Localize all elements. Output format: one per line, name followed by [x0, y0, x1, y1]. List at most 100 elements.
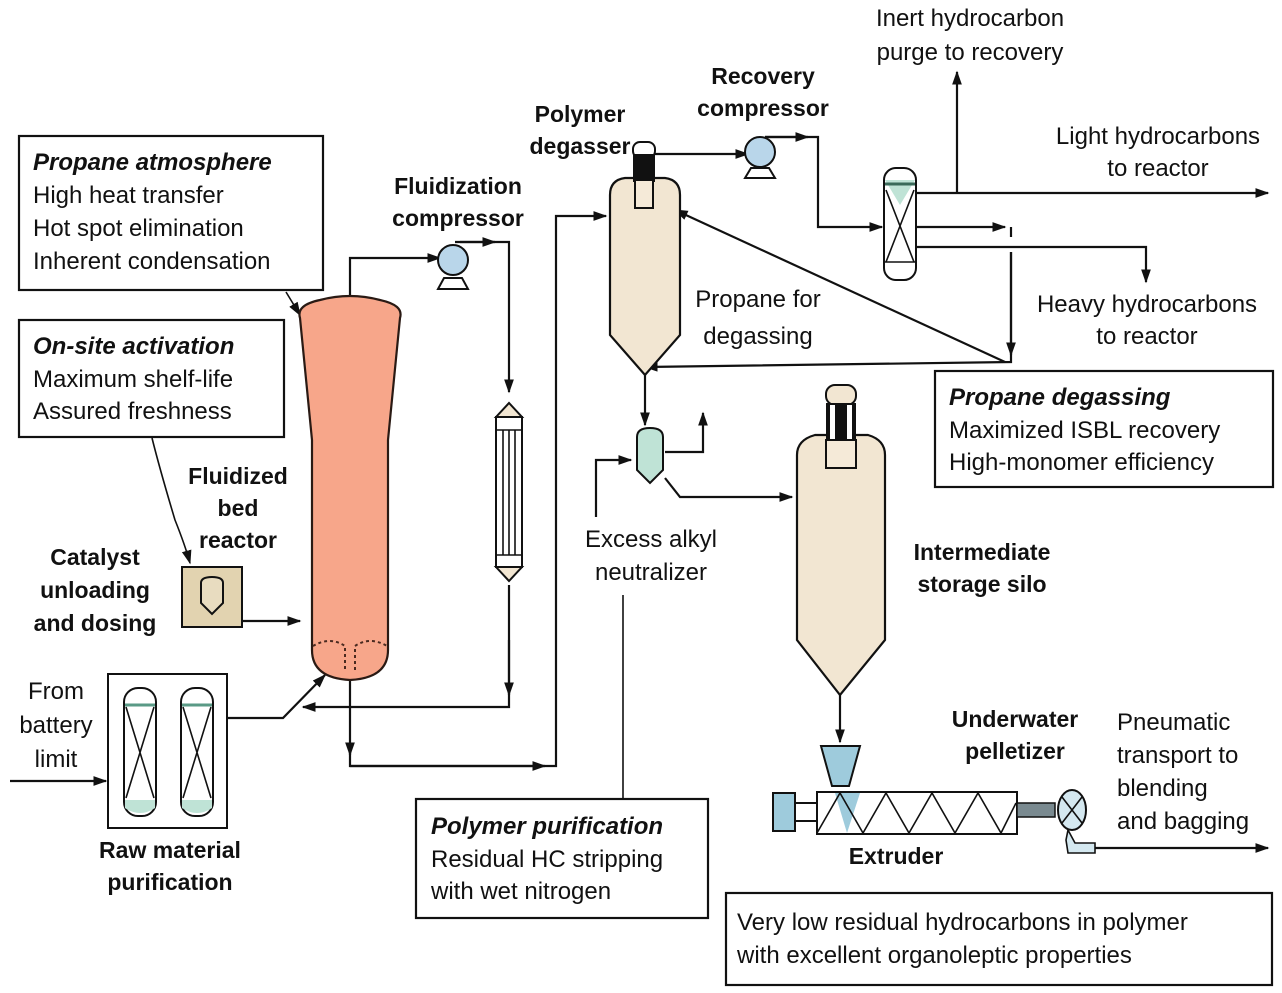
svg-text:Catalyst: Catalyst [50, 544, 140, 570]
svg-text:purification: purification [107, 869, 232, 895]
svg-text:battery: battery [19, 712, 92, 739]
callout-title: On-site activation [33, 333, 234, 360]
stream-heavy-hc [916, 245, 1151, 284]
reactor-vessel [298, 294, 402, 682]
stream-reactor-to-compressor [348, 253, 442, 306]
callout-line: High-monomer efficiency [949, 449, 1214, 476]
svg-text:compressor: compressor [392, 205, 524, 231]
svg-text:transport to: transport to [1117, 742, 1238, 769]
svg-text:Intermediate: Intermediate [914, 539, 1051, 565]
svg-text:purge to recovery: purge to recovery [877, 39, 1064, 66]
callout-line: with excellent organoleptic properties [736, 942, 1132, 969]
callout-line: High heat transfer [33, 182, 224, 209]
label-from-battery-limit: From battery limit [19, 678, 92, 773]
label-heavy-hc: Heavy hydrocarbons to reactor [1037, 291, 1257, 350]
svg-text:pelletizer: pelletizer [965, 738, 1065, 764]
label-recovery-compressor: Recovery compressor [697, 63, 829, 121]
label-intermediate-storage-silo: Intermediate storage silo [914, 539, 1051, 597]
svg-text:unloading: unloading [40, 577, 150, 603]
label-polymer-degasser: Polymer degasser [529, 101, 630, 159]
separation-column [883, 167, 917, 281]
fluidization-compressor [436, 244, 470, 290]
svg-text:compressor: compressor [697, 95, 829, 121]
label-extruder: Extruder [849, 843, 944, 869]
svg-text:Extruder: Extruder [849, 843, 944, 869]
stream-propane-to-degasser-top [673, 209, 1006, 363]
callout-propane-degassing: Propane degassing Maximized ISBL recover… [933, 369, 1275, 489]
stream-recovery-to-column [765, 135, 884, 232]
fluidized-bed-reactor [298, 294, 402, 682]
callout-line: Very low residual hydrocarbons in polyme… [737, 909, 1188, 936]
label-raw-material-purification: Raw material purification [99, 837, 241, 895]
callout-line: Maximized ISBL recovery [949, 417, 1220, 444]
callout-title: Polymer purification [431, 813, 663, 840]
label-fluidized-bed-reactor: Fluidized bed reactor [188, 463, 288, 553]
svg-text:to reactor: to reactor [1096, 323, 1197, 350]
label-propane-for-degassing: Propane for degassing [695, 286, 820, 350]
label-pneumatic-transport: Pneumatic transport to blending and bagg… [1117, 709, 1249, 835]
label-light-hc: Light hydrocarbons to reactor [1056, 123, 1260, 182]
svg-text:storage silo: storage silo [917, 571, 1046, 597]
underwater-pelletizer [1016, 789, 1096, 854]
svg-text:blending: blending [1117, 775, 1208, 802]
svg-text:Heavy hydrocarbons: Heavy hydrocarbons [1037, 291, 1257, 318]
svg-text:Raw material: Raw material [99, 837, 241, 863]
stream-vent [665, 411, 708, 454]
callout-pointer [285, 291, 301, 317]
alkyl-neutralizer-vessel [636, 426, 664, 485]
cycle-gas-cooler [493, 401, 525, 583]
stream-cooler-to-reactor [301, 585, 511, 712]
polymer-degasser [608, 141, 682, 377]
purification-bed [123, 687, 157, 817]
svg-text:Recovery: Recovery [711, 63, 815, 89]
stream-neutralizer-to-silo [664, 477, 794, 502]
callout-line: Maximum shelf-life [33, 366, 233, 393]
stream-reactor-to-degasser [348, 211, 608, 768]
intermediate-storage-silo [795, 384, 887, 697]
svg-text:Pneumatic: Pneumatic [1117, 709, 1230, 736]
callout-onsite-activation: On-site activation Maximum shelf-life As… [17, 318, 286, 439]
raw-material-purification-unit [107, 673, 228, 829]
svg-text:Fluidized: Fluidized [188, 463, 288, 489]
label-underwater-pelletizer: Underwater pelletizer [952, 706, 1079, 764]
callout-line: with wet nitrogen [430, 878, 611, 905]
callout-line: Inherent condensation [33, 248, 271, 275]
svg-text:and dosing: and dosing [34, 610, 157, 636]
svg-text:neutralizer: neutralizer [595, 559, 707, 586]
callout-title: Propane degassing [949, 384, 1171, 411]
label-excess-alkyl-neutralizer: Excess alkyl neutralizer [585, 526, 717, 586]
callout-line: Residual HC stripping [431, 846, 663, 873]
catalyst-unloading-unit [181, 566, 243, 628]
recovery-compressor [743, 136, 777, 179]
stream-alkyl-in [594, 455, 633, 517]
svg-text:bed: bed [218, 495, 259, 521]
stream-purification-to-reactor [227, 673, 326, 720]
svg-text:Fluidization: Fluidization [394, 173, 522, 199]
callout-line: Hot spot elimination [33, 215, 244, 242]
label-inert-purge: Inert hydrocarbon purge to recovery [876, 5, 1064, 66]
svg-text:and bagging: and bagging [1117, 808, 1249, 835]
svg-text:Inert hydrocarbon: Inert hydrocarbon [876, 5, 1064, 32]
svg-text:to reactor: to reactor [1107, 155, 1208, 182]
label-catalyst-unloading: Catalyst unloading and dosing [34, 544, 157, 636]
callout-pointer [151, 437, 192, 565]
svg-text:Polymer: Polymer [535, 101, 626, 127]
svg-text:reactor: reactor [199, 527, 277, 553]
svg-text:degasser: degasser [529, 133, 630, 159]
callout-propane-atmosphere: Propane atmosphere High heat transfer Ho… [17, 134, 325, 292]
callout-polymer-purification: Polymer purification Residual HC strippi… [414, 797, 710, 920]
svg-text:From: From [28, 678, 84, 705]
svg-text:Underwater: Underwater [952, 706, 1079, 732]
svg-text:degassing: degassing [703, 323, 812, 350]
distributor-plate [312, 640, 388, 670]
callout-final-note: Very low residual hydrocarbons in polyme… [724, 891, 1274, 987]
label-fluidization-compressor: Fluidization compressor [392, 173, 524, 231]
purification-bed [180, 687, 214, 817]
svg-text:Propane for: Propane for [695, 286, 820, 313]
callout-title: Propane atmosphere [33, 149, 272, 176]
svg-text:Excess alkyl: Excess alkyl [585, 526, 717, 553]
extruder [772, 745, 1018, 835]
svg-text:Light hydrocarbons: Light hydrocarbons [1056, 123, 1260, 150]
callout-line: Assured freshness [33, 398, 232, 425]
